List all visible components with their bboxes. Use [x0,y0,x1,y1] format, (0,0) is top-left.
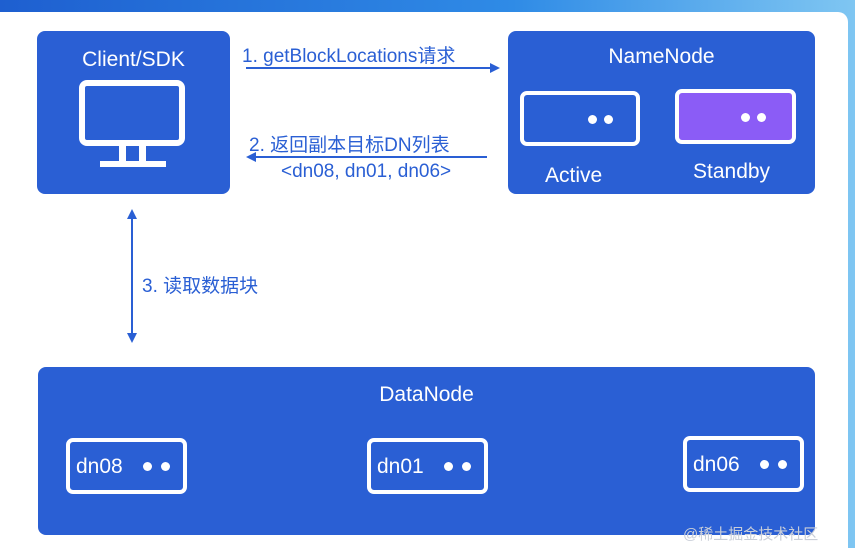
datanode-server-dn06: dn06 [683,436,804,492]
datanode-label: dn06 [693,453,740,476]
datanode-box: DataNode dn08 dn01 dn06 [38,367,815,535]
server-light [757,113,766,122]
server-light [444,462,453,471]
standby-server [675,89,796,144]
server-light [778,460,787,469]
response-arrow [246,152,487,162]
namenode-title: NameNode [608,45,715,68]
step3-label: 3. 读取数据块 [142,276,259,297]
datanode-label: dn08 [76,455,123,478]
namenode-box: NameNode Active Standby [508,31,815,194]
request-arrow [246,63,500,73]
monitor-icon [79,80,185,167]
server-light [741,113,750,122]
server-light [760,460,769,469]
server-light [462,462,471,471]
client-sdk-title: Client/SDK [82,48,185,71]
active-server [520,91,640,146]
server-light [604,115,613,124]
server-light [588,115,597,124]
datanode-server-dn08: dn08 [66,438,187,494]
server-light [143,462,152,471]
client-sdk-box: Client/SDK [37,31,230,194]
read-arrow [127,209,137,343]
step2-label: 2. 返回副本目标DN列表 [249,135,450,156]
watermark: @稀土掘金技术社区 [683,526,819,543]
step2-detail-label: <dn08, dn01, dn06> [281,161,452,182]
step1-label: 1. getBlockLocations请求 [242,46,456,67]
datanode-label: dn01 [377,455,424,478]
active-label: Active [545,164,603,187]
standby-label: Standby [693,160,771,183]
datanode-server-dn01: dn01 [367,438,488,494]
datanode-title: DataNode [379,383,474,406]
server-light [161,462,170,471]
